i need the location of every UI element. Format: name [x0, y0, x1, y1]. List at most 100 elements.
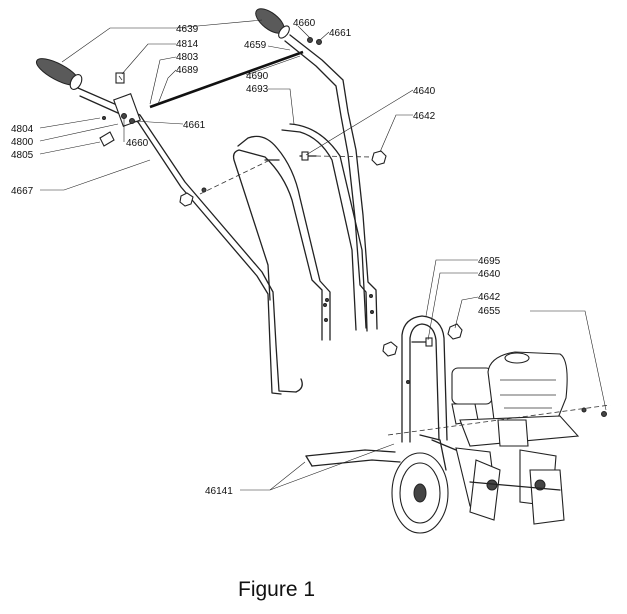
nut-4660 — [121, 113, 127, 119]
label-4640-upper: 4640 — [413, 86, 436, 97]
left-handle-tube-edge — [79, 95, 282, 395]
label-4689: 4689 — [176, 65, 199, 76]
nut-4661-right — [316, 39, 322, 45]
gear-case — [497, 419, 529, 447]
bolt-head-lower — [425, 337, 433, 347]
left-handle-hook — [295, 378, 303, 393]
upper-frame-right-edge — [289, 123, 367, 329]
switch-mark — [118, 75, 123, 81]
leader-4661a — [319, 31, 330, 41]
leader-4640a — [305, 89, 414, 156]
lower-frame-4695 — [382, 315, 463, 443]
nut-4660-right — [307, 37, 313, 43]
tine-right-b — [529, 469, 565, 525]
right-grip-ring — [278, 25, 290, 39]
frame-hole-b — [324, 318, 328, 322]
leader-4642a — [379, 114, 413, 153]
nut-4661 — [129, 118, 135, 124]
frame-hole-a — [323, 303, 327, 307]
tine-left-b — [469, 459, 501, 521]
right-hole-a — [369, 294, 373, 298]
label-4667: 4667 — [11, 186, 34, 197]
switch-4814 — [115, 72, 125, 84]
leader-4690 — [245, 55, 301, 76]
nut-4642-right — [601, 411, 607, 417]
label-4803: 4803 — [176, 52, 199, 63]
leader-4814 — [121, 43, 176, 75]
bolt-head — [301, 151, 309, 161]
label-4695: 4695 — [478, 256, 501, 267]
leader-46141-b — [269, 443, 395, 491]
left-handle-tube — [77, 87, 297, 393]
upper-frame-inner — [237, 135, 331, 341]
label-4661-left: 4661 — [183, 120, 206, 131]
leader-4803 — [149, 56, 177, 105]
nut-4642-lower — [447, 323, 463, 340]
leader-4659 — [267, 45, 291, 51]
leader-4689 — [157, 69, 177, 105]
label-4690: 4690 — [246, 71, 269, 82]
label-4642-upper: 4642 — [413, 111, 436, 122]
handle-bolt-hole — [201, 187, 207, 193]
label-4660-left: 4660 — [126, 138, 149, 149]
frame-hole-d — [406, 380, 410, 384]
label-4814: 4814 — [176, 39, 199, 50]
label-4639: 4639 — [176, 24, 199, 35]
label-4660-top: 4660 — [293, 18, 316, 29]
leader-4667 — [40, 159, 151, 191]
label-4804: 4804 — [11, 124, 34, 135]
knob-nut — [179, 192, 194, 207]
leader-4655 — [530, 310, 607, 411]
fuel-cap — [504, 352, 530, 364]
upper-frame-outer — [232, 149, 323, 341]
leader-4804 — [39, 117, 101, 129]
label-4640-lower: 4640 — [478, 269, 501, 280]
leader-4693 — [268, 88, 295, 125]
drag-bar-upper — [305, 449, 396, 457]
leader-4639-left — [61, 27, 176, 63]
tine-hub-left — [486, 479, 498, 491]
figure-caption: Figure 1 — [238, 578, 315, 601]
upper-frame-right — [281, 129, 357, 331]
left-handle-assembly — [35, 58, 303, 395]
label-4655: 4655 — [478, 306, 501, 317]
leader-4640b — [427, 272, 478, 341]
leader-4660a — [297, 25, 311, 39]
label-4642-lower: 4642 — [478, 292, 501, 303]
label-4805: 4805 — [11, 150, 34, 161]
leader-4800 — [39, 123, 119, 142]
drag-bar-lower — [311, 459, 401, 467]
fuel-tank — [487, 351, 568, 421]
label-4693: 4693 — [246, 84, 269, 95]
screw-4804 — [102, 116, 106, 120]
part-labels: 4639 4660 4661 4814 4659 4803 4689 4690 … — [11, 18, 501, 497]
air-filter — [451, 367, 493, 405]
drag-bar-46141 — [305, 434, 447, 471]
upper-frame-4693 — [232, 123, 387, 341]
leader-4805 — [39, 141, 101, 155]
frame-hole-c — [325, 298, 329, 302]
leader-46141-a — [240, 461, 306, 491]
engine — [451, 351, 607, 447]
left-grip-ring — [69, 74, 83, 90]
nut-4642 — [371, 150, 387, 166]
engine-fins — [500, 379, 556, 409]
lower-frame-outer — [401, 315, 448, 443]
leader-4661b — [133, 120, 184, 125]
leader-lines — [39, 19, 607, 491]
throttle-cable — [149, 50, 304, 109]
knob-lower — [382, 341, 398, 357]
leader-4639-right — [175, 19, 263, 29]
lower-frame-inner — [409, 323, 440, 443]
wheel-and-tines — [391, 439, 565, 534]
leader-4695 — [425, 259, 478, 317]
depth-stake — [419, 434, 447, 471]
alignment-line-1 — [199, 159, 271, 195]
leader-4642b — [454, 296, 479, 329]
right-hole-b — [370, 310, 374, 314]
label-4659: 4659 — [244, 40, 267, 51]
label-4661-top: 4661 — [329, 28, 352, 39]
alignment-line-axle — [387, 404, 611, 436]
